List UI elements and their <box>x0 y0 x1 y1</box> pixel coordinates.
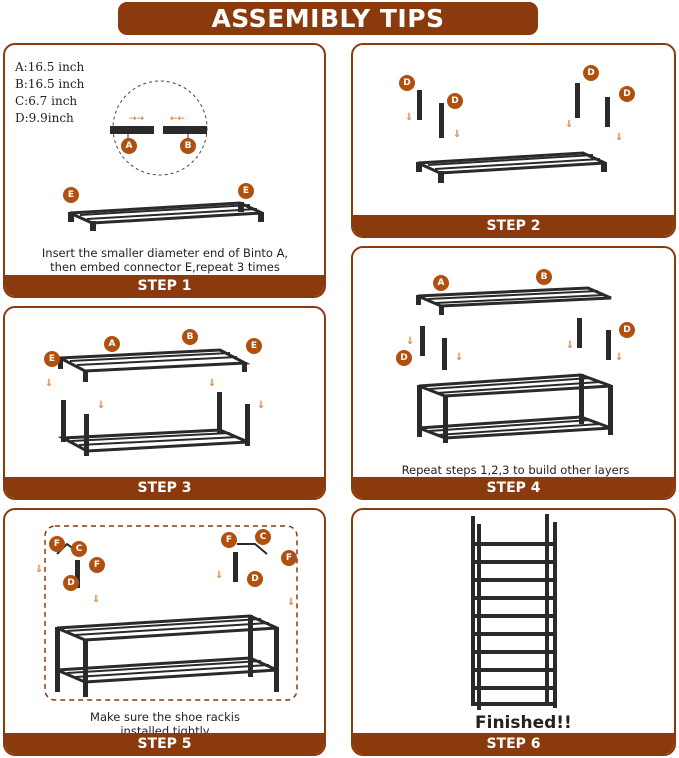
step-1-illustration: →→ ←← <box>68 80 264 231</box>
badge-d-2: D <box>619 322 635 338</box>
step-5-caption-line-1: Make sure the shoe rackis <box>90 710 240 724</box>
step-6-panel: Finished!! STEP 6 <box>351 508 676 756</box>
badge-a: A <box>121 138 137 154</box>
svg-text:⇓: ⇓ <box>405 112 413 123</box>
step-1-caption-line-1: Insert the smaller diameter end of Binto… <box>41 246 289 260</box>
svg-text:⇓: ⇓ <box>97 400 105 411</box>
badge-c-2: C <box>255 529 271 545</box>
dimension-c: C:6.7 inch <box>15 94 78 108</box>
badge-a: A <box>433 275 449 291</box>
svg-text:⇓: ⇓ <box>615 352 623 363</box>
badge-d-2: D <box>447 93 463 109</box>
badge-d-1: D <box>396 350 412 366</box>
step-3-label: STEP 3 <box>5 477 324 498</box>
step-1-label: STEP 1 <box>5 275 324 296</box>
svg-text:⇓: ⇓ <box>566 340 574 351</box>
page-title: ASSEMIBLY TIPS <box>118 2 538 35</box>
badge-a: A <box>104 336 120 352</box>
finished-rack-illustration <box>471 514 557 710</box>
step-1-caption-line-2: then embed connector E,repeat 3 times <box>50 260 280 274</box>
svg-text:⇓: ⇓ <box>208 378 216 389</box>
step-6-label: STEP 6 <box>353 733 674 754</box>
svg-text:⇓: ⇓ <box>565 119 573 130</box>
svg-text:→→: →→ <box>129 114 145 124</box>
svg-text:⇓: ⇓ <box>92 594 100 605</box>
step-2-panel: ⇓ ⇓ ⇓ ⇓ D D D D STEP 2 <box>351 43 676 238</box>
badge-d-2: D <box>247 571 263 587</box>
badge-b: B <box>182 329 198 345</box>
badge-b: B <box>180 138 196 154</box>
badge-f-2: F <box>89 557 105 573</box>
rack-shelves <box>473 542 555 706</box>
badge-e-left: E <box>63 187 79 203</box>
step-4-caption: Repeat steps 1,2,3 to build other layers <box>401 463 630 477</box>
step-4-label: STEP 4 <box>353 477 674 498</box>
svg-text:←←: ←← <box>170 114 186 124</box>
step-2-label: STEP 2 <box>353 215 674 236</box>
badge-c-1: C <box>71 541 87 557</box>
dimension-b: B:16.5 inch <box>15 77 85 91</box>
badge-b: B <box>536 269 552 285</box>
dimension-d: D:9.9inch <box>15 111 74 125</box>
badge-d-1: D <box>399 75 415 91</box>
step-5-label: STEP 5 <box>5 733 324 754</box>
step-4-illustration: ⇓ ⇓ ⇓ ⇓ <box>406 286 623 443</box>
step-1-caption: Insert the smaller diameter end of Binto… <box>25 246 305 274</box>
svg-text:⇓: ⇓ <box>35 564 43 575</box>
badge-e-right: E <box>246 338 262 354</box>
badge-e-left: E <box>44 351 60 367</box>
finished-text: Finished!! <box>475 713 572 733</box>
svg-text:⇓: ⇓ <box>406 336 414 347</box>
step-3-panel: ⇓ ⇓ ⇓ ⇓ A B E E STEP 3 <box>3 306 326 500</box>
step-3-illustration: ⇓ ⇓ ⇓ ⇓ <box>45 348 265 456</box>
step-2-illustration: ⇓ ⇓ ⇓ ⇓ <box>405 83 623 183</box>
svg-text:⇓: ⇓ <box>45 378 53 389</box>
svg-text:⇓: ⇓ <box>287 597 295 608</box>
badge-d-3: D <box>583 65 599 81</box>
badge-f-4: F <box>281 550 297 566</box>
badge-f-3: F <box>221 532 237 548</box>
badge-e-right: E <box>238 183 254 199</box>
badge-d-1: D <box>63 575 79 591</box>
svg-text:⇓: ⇓ <box>455 352 463 363</box>
svg-text:⇓: ⇓ <box>257 400 265 411</box>
step-1-panel: A:16.5 inch B:16.5 inch C:6.7 inch D:9.9… <box>3 43 326 298</box>
dimension-list: A:16.5 inch B:16.5 inch C:6.7 inch D:9.9… <box>15 59 84 127</box>
step-5-illustration: ⇓ ⇓ ⇓ ⇓ <box>35 525 298 701</box>
step-5-panel: ⇓ ⇓ ⇓ ⇓ F C F D F C F D Make sure the sh… <box>3 508 326 756</box>
svg-text:⇓: ⇓ <box>615 132 623 143</box>
badge-f-1: F <box>49 536 65 552</box>
badge-d-4: D <box>619 86 635 102</box>
svg-text:⇓: ⇓ <box>453 129 461 140</box>
step-4-panel: ⇓ ⇓ ⇓ ⇓ A B D D Repeat steps 1,2,3 to bu… <box>351 246 676 500</box>
dimension-a: A:16.5 inch <box>15 60 85 74</box>
svg-text:⇓: ⇓ <box>215 570 223 581</box>
